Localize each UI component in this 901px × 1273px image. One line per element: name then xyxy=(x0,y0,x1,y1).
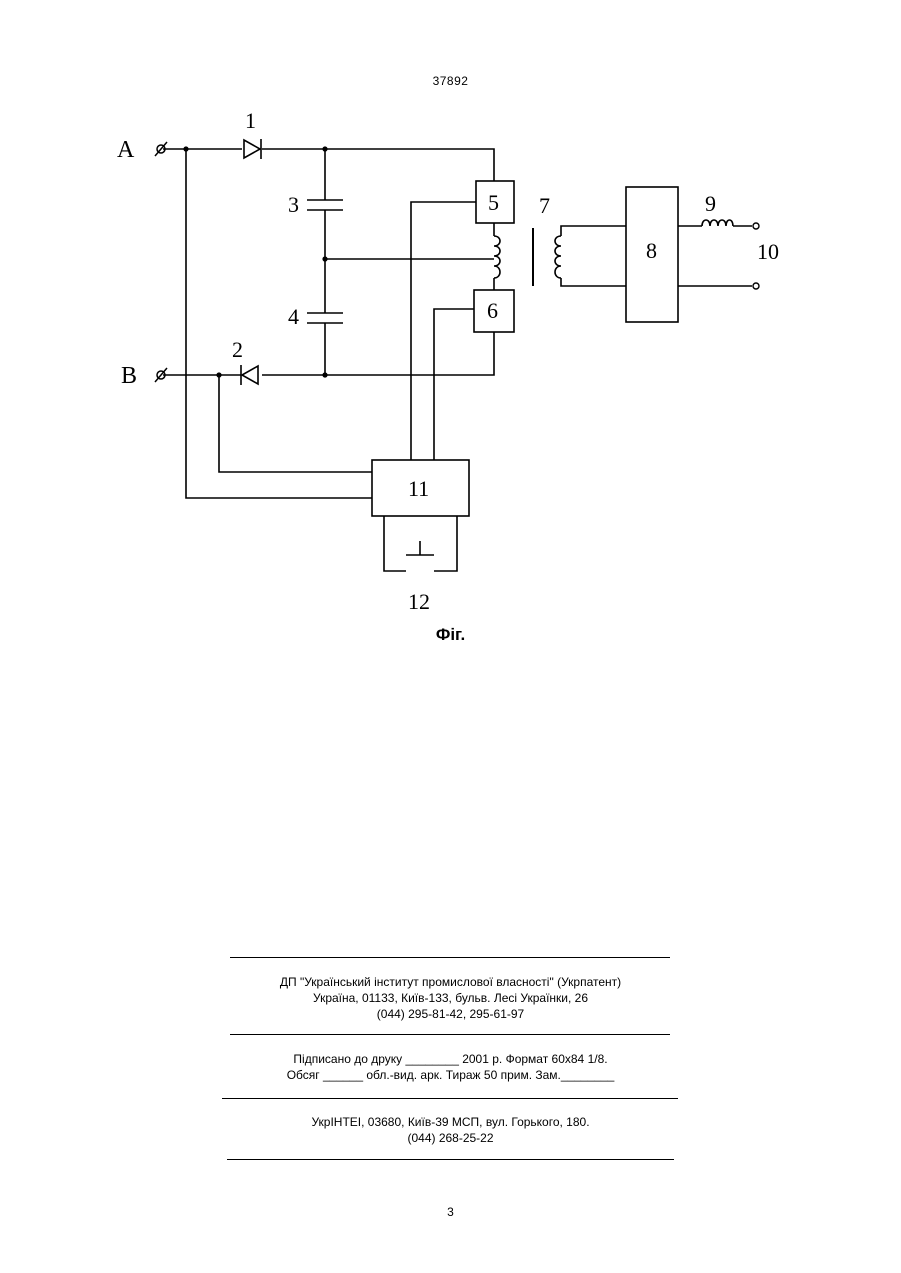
terminal-a-label: A xyxy=(117,137,135,163)
label-3: 3 xyxy=(288,192,299,217)
wire-6-to-11 xyxy=(434,309,474,460)
inductor-9-icon xyxy=(702,220,733,226)
divider-1 xyxy=(230,957,670,958)
diode-1-icon xyxy=(244,140,260,158)
wire-a-to-11 xyxy=(186,149,372,498)
label-4: 4 xyxy=(288,304,299,329)
publisher-block: ДП "Український інститут промислової вла… xyxy=(0,974,901,1022)
output-terminal-top xyxy=(753,223,759,229)
output-terminal-bottom xyxy=(753,283,759,289)
label-8: 8 xyxy=(646,238,657,263)
label-11: 11 xyxy=(408,476,429,501)
figure-caption: Фіг. xyxy=(0,625,901,645)
diode-2-icon xyxy=(242,366,258,384)
label-12: 12 xyxy=(408,589,430,614)
publisher-line-3: (044) 295-81-42, 295-61-97 xyxy=(0,1006,901,1022)
publisher-line-1: ДП "Український інститут промислової вла… xyxy=(0,974,901,990)
terminal-b-label: B xyxy=(121,363,137,389)
primary-coil-icon xyxy=(494,236,500,278)
print-info-line-2: Обсяг ______ обл.-вид. арк. Тираж 50 при… xyxy=(0,1067,901,1083)
label-9: 9 xyxy=(705,191,716,216)
label-10: 10 xyxy=(757,239,779,264)
wire-a-top xyxy=(163,149,494,181)
label-2: 2 xyxy=(232,337,243,362)
printer-line-1: УкрІНТЕІ, 03680, Київ-39 МСП, вул. Горьк… xyxy=(0,1114,901,1130)
print-info-line-1: Підписано до друку ________ 2001 р. Форм… xyxy=(0,1051,901,1067)
wire-5-to-11 xyxy=(411,202,476,460)
secondary-coil-icon xyxy=(555,236,561,278)
print-info-block: Підписано до друку ________ 2001 р. Форм… xyxy=(0,1051,901,1083)
circuit-diagram: A B 1 2 3 4 5 6 7 8 9 10 11 12 xyxy=(0,0,901,660)
label-6: 6 xyxy=(487,298,498,323)
divider-2 xyxy=(230,1034,670,1035)
label-5: 5 xyxy=(488,190,499,215)
divider-4 xyxy=(227,1159,674,1160)
page-number: 3 xyxy=(0,1205,901,1219)
publisher-line-2: Україна, 01133, Київ-133, бульв. Лесі Ук… xyxy=(0,990,901,1006)
divider-3 xyxy=(222,1098,678,1099)
label-1: 1 xyxy=(245,108,256,133)
label-7: 7 xyxy=(539,193,550,218)
printer-block: УкрІНТЕІ, 03680, Київ-39 МСП, вул. Горьк… xyxy=(0,1114,901,1146)
printer-line-2: (044) 268-25-22 xyxy=(0,1130,901,1146)
